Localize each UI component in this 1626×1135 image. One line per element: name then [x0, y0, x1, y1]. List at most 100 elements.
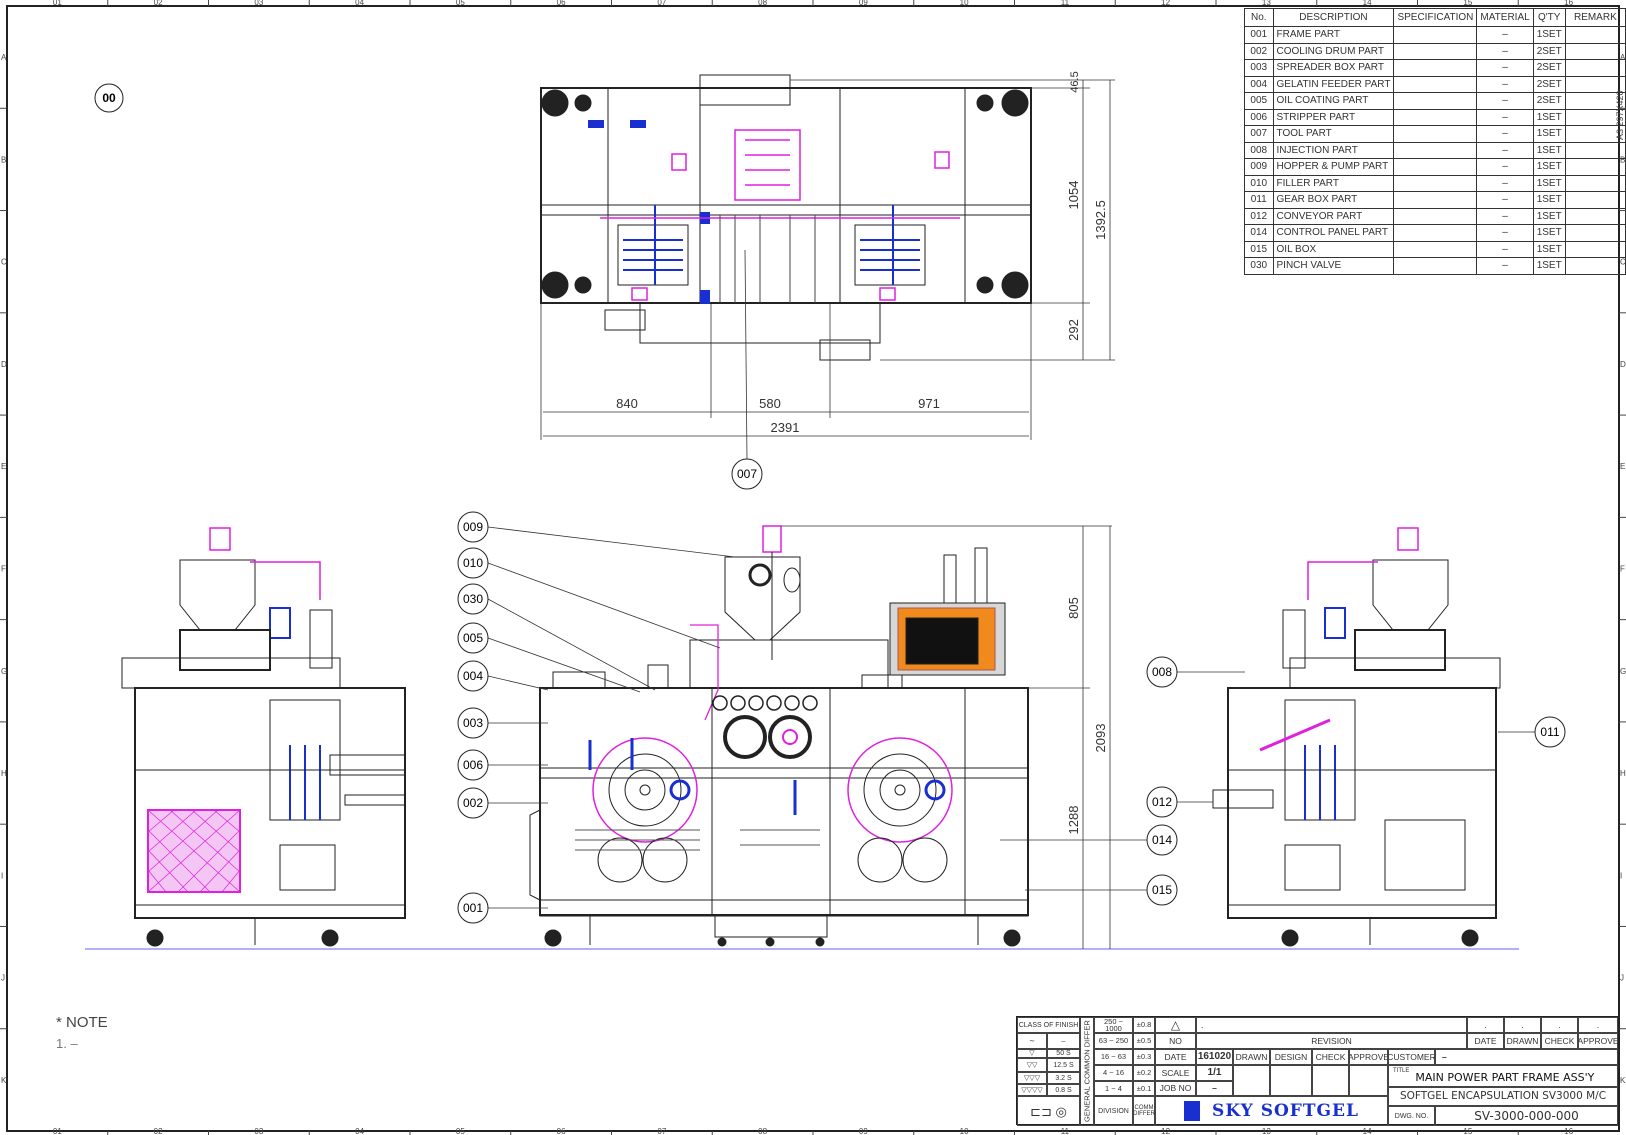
tolerance-range: 1 ~ 4	[1094, 1081, 1133, 1096]
part-desc: FILLER PART	[1272, 174, 1395, 192]
dim-1392-5: 1392.5	[1093, 200, 1108, 240]
column-label: 15	[1463, 0, 1472, 7]
revision-date-label: DATE	[1467, 1033, 1504, 1049]
col-no: No.	[1244, 8, 1274, 27]
svg-text:00: 00	[102, 91, 116, 105]
tolerance-range: 16 ~ 63	[1094, 1049, 1133, 1065]
part-remark	[1564, 26, 1626, 44]
svg-text:001: 001	[463, 901, 483, 915]
customer-label: CUSTOMER	[1388, 1049, 1435, 1065]
part-qty: 1SET	[1532, 207, 1566, 225]
part-remark	[1564, 92, 1626, 110]
part-desc: TOOL PART	[1272, 125, 1395, 143]
part-no: 005	[1244, 92, 1274, 110]
finish-value: 12.5 S	[1047, 1058, 1080, 1072]
part-desc: CONVEYOR PART	[1272, 207, 1395, 225]
part-qty: 1SET	[1532, 26, 1566, 44]
part-spec	[1393, 108, 1478, 126]
date-label: DATE	[1155, 1049, 1196, 1065]
dim-805: 805	[1066, 597, 1081, 619]
customer-value: –	[1435, 1049, 1618, 1065]
dim-971: 971	[918, 396, 940, 411]
column-label: 04	[355, 0, 364, 7]
column-label: 09	[859, 1127, 868, 1135]
part-no: 015	[1244, 240, 1274, 258]
tolerance-value: ±0.1	[1133, 1081, 1155, 1096]
revision-approve-label: APPROVE	[1578, 1033, 1618, 1049]
row-label: F	[1, 565, 6, 574]
part-remark	[1564, 257, 1626, 275]
row-label: D	[1620, 360, 1626, 369]
svg-text:015: 015	[1152, 883, 1172, 897]
drawing-subtitle: SOFTGEL ENCAPSULATION SV3000 M/C	[1388, 1087, 1618, 1106]
column-label: 03	[254, 0, 263, 7]
part-material: –	[1476, 92, 1534, 110]
company-logo: SKY SOFTGEL	[1155, 1096, 1388, 1126]
balloon-014: 014	[1000, 824, 1178, 856]
title-block: CLASS OF FINISH ∼–▽50 S▽▽12.5 S▽▽▽3.2 S▽…	[1016, 1016, 1618, 1126]
balloon-009: 009	[457, 511, 736, 558]
part-material: –	[1476, 224, 1534, 242]
approve-signature	[1349, 1065, 1388, 1096]
scale-value: 1/1	[1196, 1065, 1233, 1081]
column-label: 07	[657, 1127, 666, 1135]
row-label: J	[1620, 974, 1624, 983]
dim-2391: 2391	[771, 420, 800, 435]
column-label: 03	[254, 1127, 263, 1135]
column-label: 06	[557, 1127, 566, 1135]
part-qty: 2SET	[1532, 92, 1566, 110]
part-material: –	[1476, 59, 1534, 77]
column-label: 16	[1564, 1127, 1573, 1135]
revision-drawn-label: DRAWN	[1504, 1033, 1541, 1049]
part-spec	[1393, 125, 1478, 143]
column-label: 01	[53, 1127, 62, 1135]
part-qty: 1SET	[1532, 174, 1566, 192]
part-material: –	[1476, 158, 1534, 176]
balloon-004: 004	[457, 660, 549, 692]
column-label: 07	[657, 0, 666, 7]
design-signature	[1270, 1065, 1312, 1096]
part-spec	[1393, 174, 1478, 192]
svg-text:005: 005	[463, 631, 483, 645]
column-label: 12	[1161, 0, 1170, 7]
part-desc: OIL COATING PART	[1272, 92, 1395, 110]
balloon-001: 001	[457, 892, 548, 924]
note-line: 1. –	[56, 1036, 78, 1051]
col-description: DESCRIPTION	[1272, 8, 1395, 27]
svg-text:012: 012	[1152, 795, 1172, 809]
check-label: CHECK	[1312, 1049, 1349, 1065]
part-spec	[1393, 75, 1478, 93]
row-label: H	[1, 769, 7, 778]
col-remark: REMARK	[1564, 8, 1626, 27]
column-label: 14	[1363, 1127, 1372, 1135]
part-material: –	[1476, 174, 1534, 192]
svg-text:030: 030	[463, 592, 483, 606]
svg-text:004: 004	[463, 669, 483, 683]
svg-text:007: 007	[737, 467, 757, 481]
column-label: 06	[557, 0, 566, 7]
design-label: DESIGN	[1270, 1049, 1312, 1065]
part-no: 003	[1244, 59, 1274, 77]
part-no: 011	[1244, 191, 1274, 209]
part-spec	[1393, 42, 1478, 60]
approve-label: APPROVE	[1349, 1049, 1388, 1065]
check-signature	[1312, 1065, 1349, 1096]
part-desc: STRIPPER PART	[1272, 108, 1395, 126]
tolerance-range: 63 ~ 250	[1094, 1033, 1133, 1049]
column-label: 16	[1564, 0, 1573, 7]
part-remark	[1564, 59, 1626, 77]
column-label: 11	[1061, 0, 1070, 7]
dwg-no-value: SV-3000-000-000	[1435, 1106, 1618, 1126]
part-qty: 2SET	[1532, 75, 1566, 93]
revision-no-label: NO	[1155, 1033, 1196, 1049]
finish-value: –	[1047, 1033, 1080, 1049]
part-spec	[1393, 191, 1478, 209]
column-label: 13	[1262, 1127, 1271, 1135]
finish-symbol: ▽	[1017, 1049, 1047, 1058]
part-material: –	[1476, 207, 1534, 225]
